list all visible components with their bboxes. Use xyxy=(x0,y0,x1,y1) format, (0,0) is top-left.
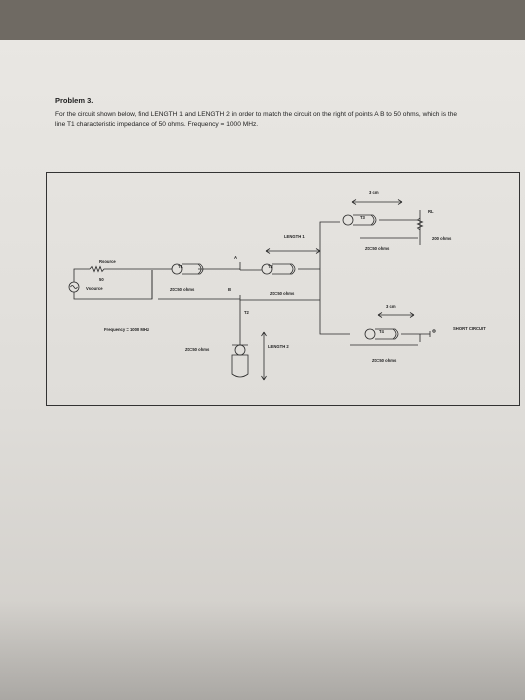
short-circuit-label: SHORT CIRCUIT xyxy=(453,326,486,331)
rl-value: 200 ohms xyxy=(432,236,452,241)
t2-stub-label: T2 xyxy=(244,310,250,315)
t2-stub-body xyxy=(231,354,249,378)
t3-length-label: 3 cm xyxy=(369,190,379,195)
short-terminal xyxy=(432,329,436,333)
rsource-value: 50 xyxy=(99,277,104,282)
length1-arrow xyxy=(265,248,321,254)
point-b-label: B xyxy=(228,287,231,292)
rsource-label: Rsource xyxy=(99,259,116,264)
length2-label: LENGTH 2 xyxy=(268,344,289,349)
t4-impedance: Z0=50 ohms xyxy=(372,358,397,363)
t3-body xyxy=(353,214,377,226)
t3-impedance: Z0=50 ohms xyxy=(365,246,390,251)
source-wiring xyxy=(73,268,153,300)
t1-impedance: Z0=50 ohms xyxy=(170,287,195,292)
paper-sheet xyxy=(0,40,525,700)
t1-port-in xyxy=(171,263,183,275)
length1-label: LENGTH 1 xyxy=(284,234,305,239)
t2-port xyxy=(261,263,273,275)
t4-length-arrow xyxy=(377,312,415,318)
rl-resistor-icon xyxy=(416,217,424,231)
paper-shadow xyxy=(0,600,525,700)
t2-through-label: T2 xyxy=(268,264,274,269)
t1-ground xyxy=(197,263,202,275)
t4-label: T4 xyxy=(379,329,385,334)
rl-label: RL xyxy=(428,209,434,214)
problem-title: Problem 3. xyxy=(55,96,94,105)
t1-body xyxy=(182,263,204,275)
t2-stub-port xyxy=(234,344,246,356)
ac-sine-icon xyxy=(70,285,78,289)
t2-to-junction xyxy=(262,221,350,335)
t3-wiring xyxy=(360,210,421,245)
t2-body xyxy=(272,263,296,275)
t4-body xyxy=(375,328,399,340)
t4-ground xyxy=(392,328,397,340)
t4-port xyxy=(364,328,376,340)
t2-ground xyxy=(289,263,294,275)
rsource-resistor-icon xyxy=(89,265,150,273)
length2-arrow xyxy=(261,331,267,381)
t1-label: T1 xyxy=(178,264,184,269)
t4-wiring xyxy=(350,331,431,346)
t2-impedance: Z0=50 ohms xyxy=(270,291,295,296)
t2-stub-impedance: Z0=50 ohms xyxy=(185,347,210,352)
t3-label: T3 xyxy=(360,215,366,220)
t1-line xyxy=(150,268,240,300)
point-a-label: A xyxy=(234,255,237,260)
t3-port xyxy=(342,214,354,226)
t3-length-arrow xyxy=(351,199,403,205)
t4-length-label: 3 cm xyxy=(386,304,396,309)
frequency-label: Frequency = 1000 MHz xyxy=(104,327,149,332)
t3-ground xyxy=(370,214,375,226)
circuit-frame xyxy=(46,172,520,406)
t2-stub xyxy=(232,300,248,346)
vsource-label: Vsource xyxy=(86,286,103,291)
ab-wiring xyxy=(239,262,262,301)
problem-statement: For the circuit shown below, find LENGTH… xyxy=(55,111,458,128)
